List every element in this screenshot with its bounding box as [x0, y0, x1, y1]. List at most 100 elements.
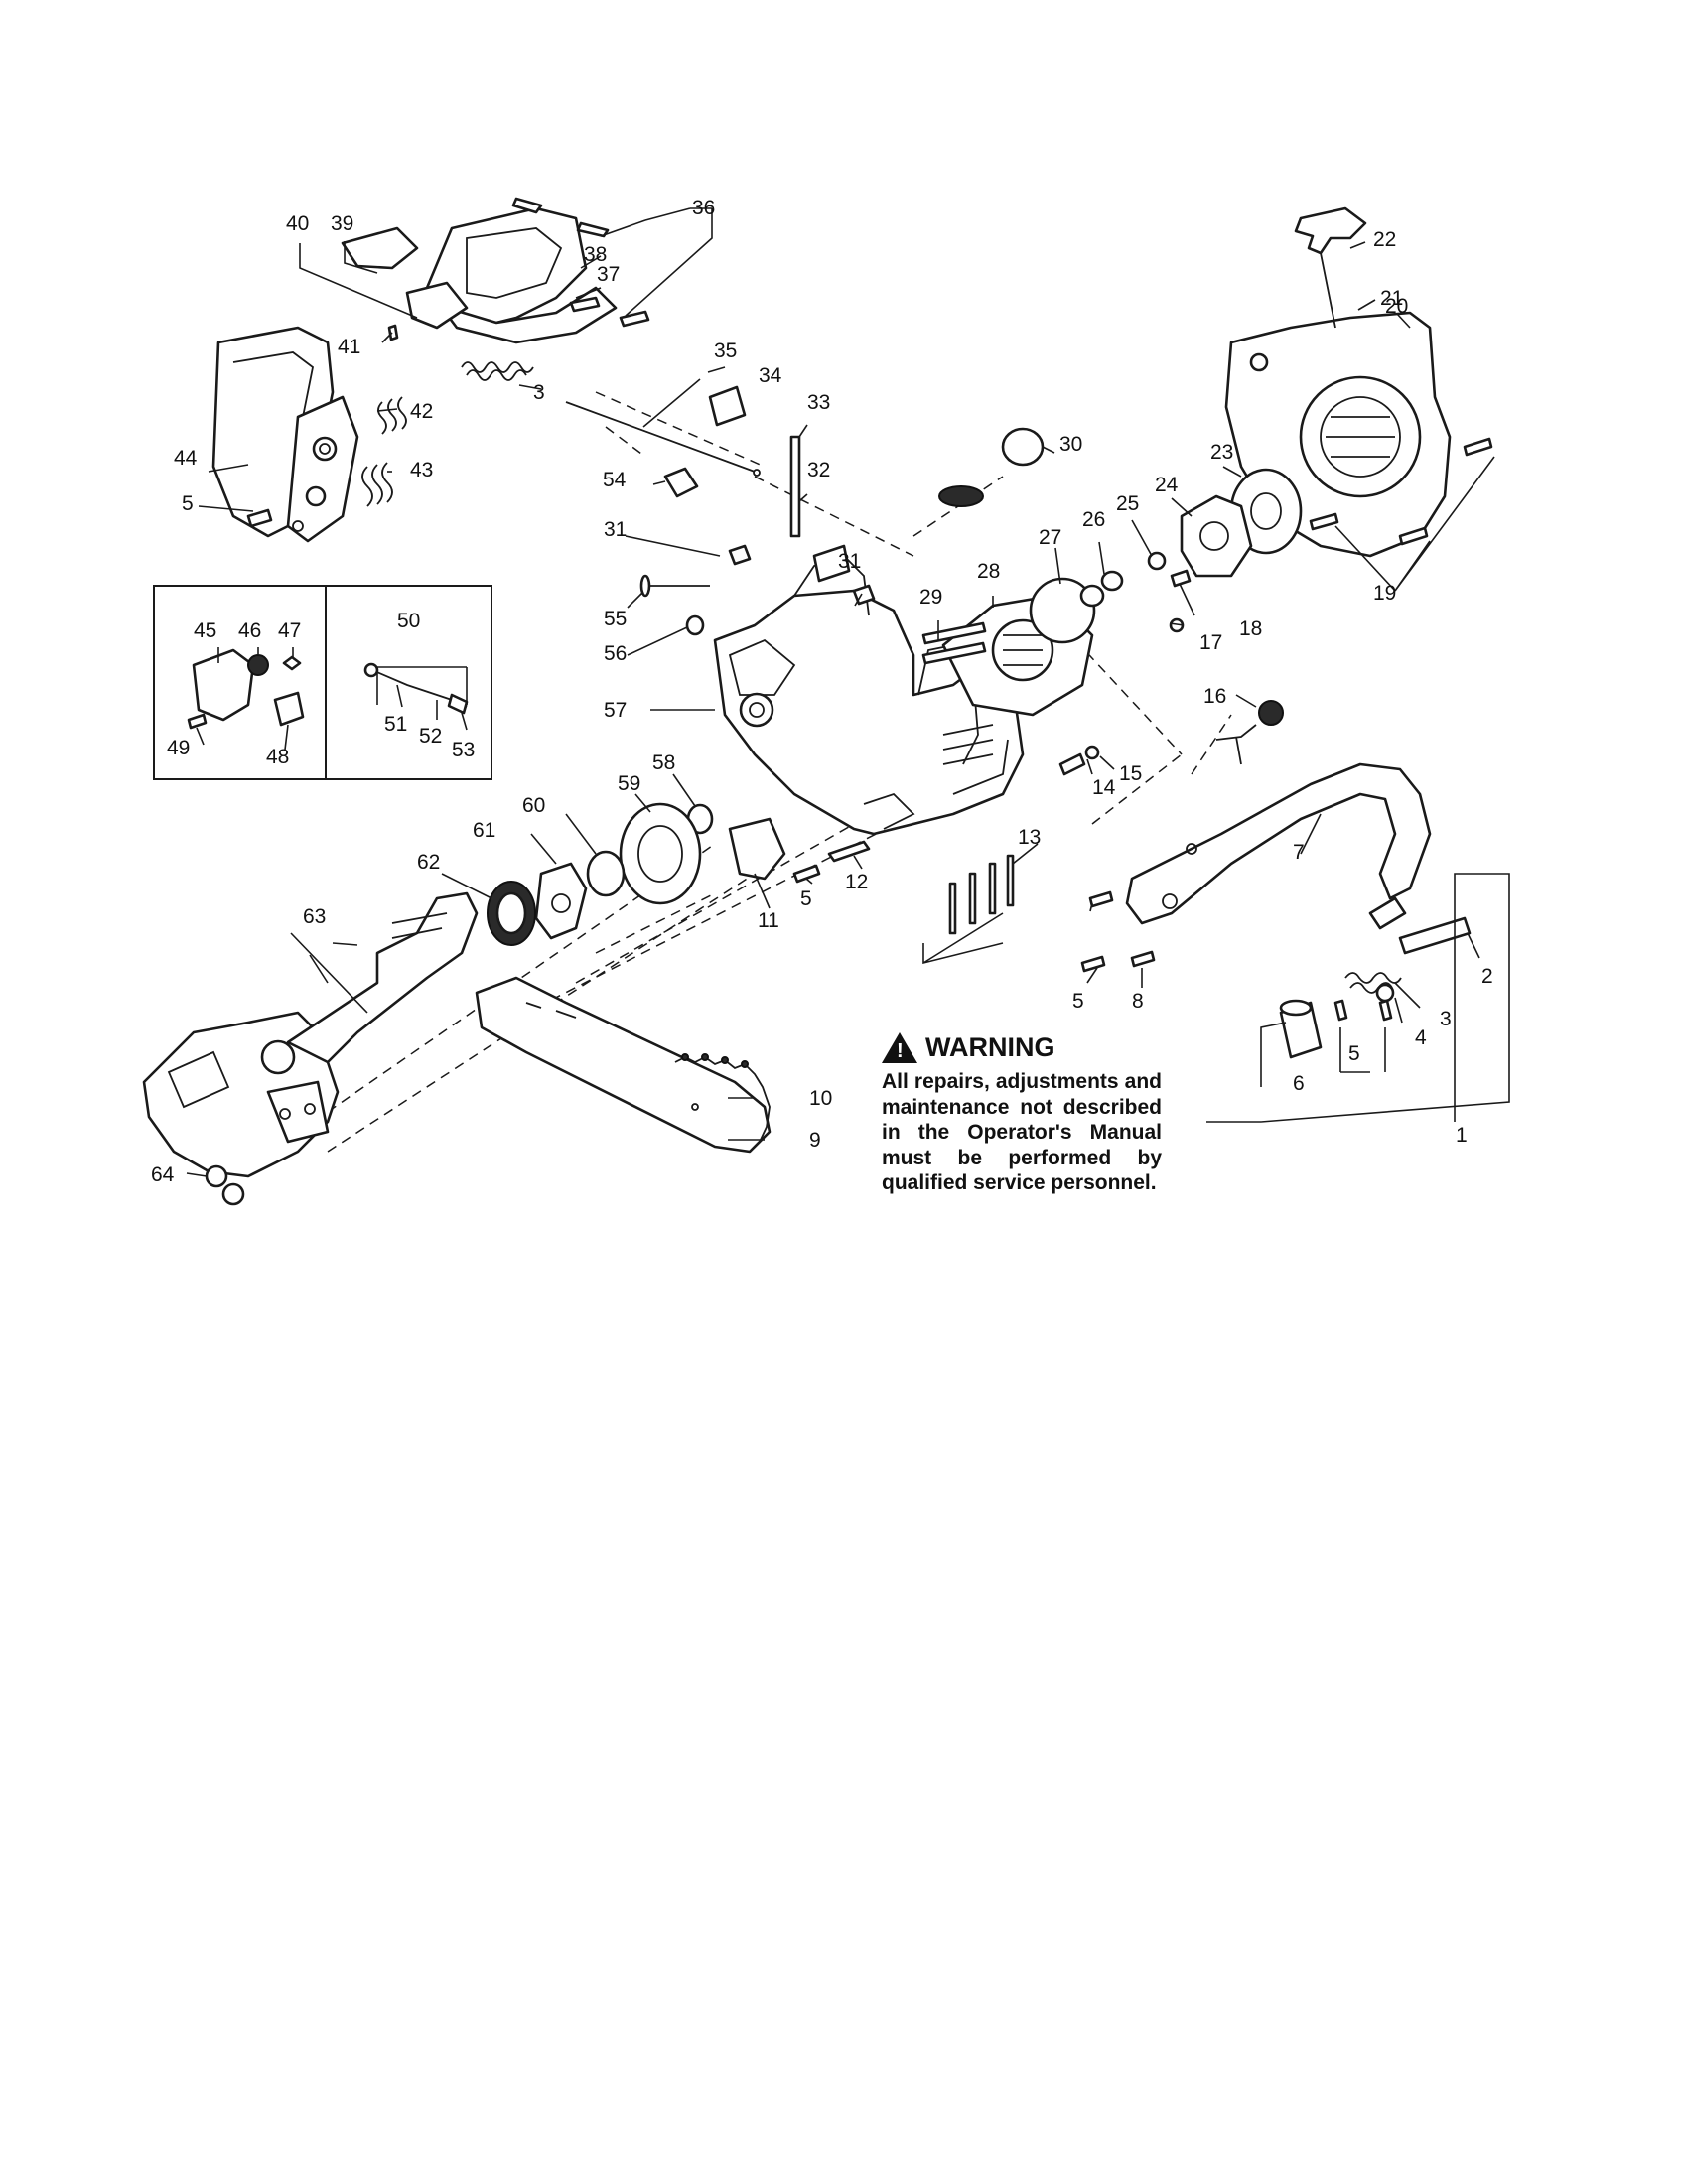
callout-13: 13 — [1018, 826, 1041, 849]
callout-20: 20 — [1385, 295, 1408, 318]
callout-54: 54 — [603, 469, 627, 491]
callout-22: 22 — [1373, 228, 1396, 251]
callout-32: 32 — [807, 459, 830, 481]
rear-handle-assembly — [341, 197, 650, 344]
handle-housing-44 — [211, 326, 359, 543]
callout-58: 58 — [652, 751, 675, 774]
callout-23: 23 — [1210, 441, 1233, 464]
callout-59: 59 — [618, 772, 640, 795]
callout-19: 19 — [1373, 582, 1396, 605]
callout-5: 5 — [1348, 1042, 1360, 1065]
filter-30 — [938, 427, 1045, 507]
callout-1: 1 — [1456, 1124, 1468, 1147]
clutch-drum-59 — [619, 802, 702, 905]
callout-8: 8 — [1132, 990, 1144, 1013]
callout-labels: 1 2 3 3 4 5 5 5 5 6 7 8 9 10 11 12 13 14… — [151, 197, 1493, 1186]
fan-27 — [1029, 577, 1096, 644]
warning-body: All repairs, adjustments and maintenance… — [882, 1070, 1162, 1194]
callout-4: 4 — [1415, 1026, 1427, 1049]
spring-3 — [461, 361, 534, 381]
callout-17: 17 — [1199, 631, 1222, 654]
front-handle-7 — [1125, 762, 1432, 930]
spring-43 — [361, 462, 393, 507]
callout-12: 12 — [845, 871, 868, 893]
spring-3-right — [1344, 972, 1402, 994]
starter-rope-21 — [1320, 252, 1336, 329]
callout-31: 31 — [838, 550, 861, 573]
screw-41 — [387, 324, 399, 341]
callout-11: 11 — [758, 909, 779, 932]
callout-3: 3 — [533, 381, 545, 404]
callout-38: 38 — [584, 243, 607, 266]
callout-60: 60 — [522, 794, 545, 817]
flywheel-24 — [1180, 494, 1253, 578]
callout-30: 30 — [1059, 433, 1082, 456]
warning-title-text: WARNING — [925, 1032, 1055, 1062]
callout-45: 45 — [194, 619, 216, 642]
ignition-16 — [1215, 700, 1284, 765]
callout-25: 25 — [1116, 492, 1139, 515]
callout-29: 29 — [919, 586, 942, 609]
starter-handle-22 — [1294, 206, 1367, 255]
trigger-lockout-38 — [405, 281, 469, 330]
clip-47 — [282, 655, 302, 671]
callout-43: 43 — [410, 459, 433, 481]
inset-panel — [153, 585, 492, 780]
screw-5-left — [246, 508, 273, 528]
screws-14-15 — [1058, 745, 1100, 776]
callout-16: 16 — [1203, 685, 1226, 708]
plug-54 — [663, 467, 699, 498]
callout-28: 28 — [977, 560, 1000, 583]
callout-33: 33 — [807, 391, 830, 414]
isolator-6 — [1279, 999, 1323, 1059]
clutch-61 — [534, 862, 588, 940]
stud-32 — [789, 435, 801, 538]
callout-31: 31 — [604, 518, 627, 541]
callout-57: 57 — [604, 699, 627, 722]
callout-27: 27 — [1039, 526, 1061, 549]
guide-bar-9 — [475, 976, 772, 1154]
callout-6: 6 — [1293, 1072, 1305, 1095]
clutch-cover-63 — [142, 891, 479, 1178]
insulator-34 — [708, 385, 747, 427]
worm-gear-46 — [247, 654, 269, 676]
chain-tensioner-12 — [827, 840, 871, 863]
callout-61: 61 — [473, 819, 495, 842]
warning-title: ! WARNING — [882, 1032, 1162, 1063]
callout-48: 48 — [266, 746, 289, 768]
callout-44: 44 — [174, 447, 198, 470]
callout-14: 14 — [1092, 776, 1116, 799]
sprocket-62 — [487, 881, 536, 946]
callout-64: 64 — [151, 1163, 175, 1186]
callout-51: 51 — [384, 713, 407, 736]
callout-36: 36 — [692, 197, 715, 219]
callout-10: 10 — [809, 1087, 832, 1110]
bar-plate-11 — [728, 817, 786, 881]
callout-2: 2 — [1481, 965, 1493, 988]
callout-52: 52 — [419, 725, 442, 748]
spring-42 — [377, 396, 407, 435]
callout-34: 34 — [759, 364, 782, 387]
callout-5: 5 — [800, 887, 812, 910]
handle-plate-39 — [341, 226, 419, 270]
callout-42: 42 — [410, 400, 433, 423]
fitting-48 — [273, 691, 305, 727]
callout-53: 53 — [452, 739, 475, 761]
callout-49: 49 — [167, 737, 190, 759]
callout-9: 9 — [809, 1129, 821, 1152]
callout-41: 41 — [338, 336, 360, 358]
callout-15: 15 — [1119, 762, 1142, 785]
callout-40: 40 — [286, 212, 309, 235]
throttle-rod-35 — [565, 401, 761, 477]
callout-37: 37 — [597, 263, 620, 286]
callout-24: 24 — [1155, 474, 1179, 496]
washer-26 — [1079, 570, 1124, 608]
saw-chain-10 — [674, 1053, 771, 1143]
rod-55 — [639, 574, 710, 598]
washer-4 — [1375, 983, 1395, 1003]
screw-49 — [187, 713, 208, 730]
callout-26: 26 — [1082, 508, 1105, 531]
nuts-64 — [205, 1164, 245, 1206]
nut-25 — [1147, 551, 1167, 571]
